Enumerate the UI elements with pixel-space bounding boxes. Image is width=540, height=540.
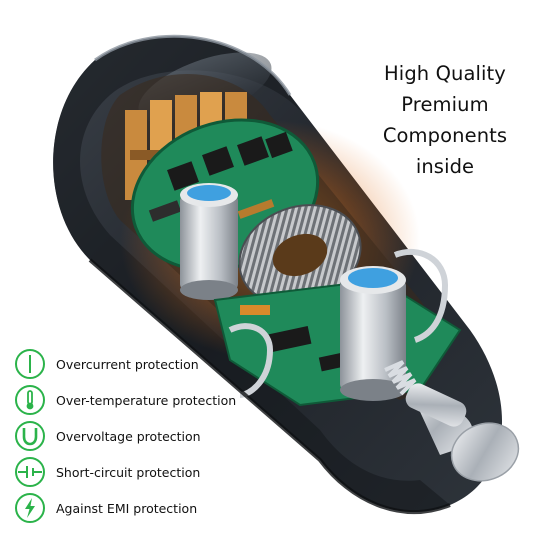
feature-overvoltage: Overvoltage protection (14, 418, 314, 454)
overcurrent-icon (15, 349, 45, 379)
headline-text-block: High Quality Premium Components inside (360, 58, 530, 182)
feature-short-circuit: Short-circuit protection (14, 454, 314, 490)
headline-line-3: Components (382, 124, 508, 147)
capacitor-left (180, 183, 238, 300)
feature-label: Short-circuit protection (56, 464, 201, 480)
tip-contact (405, 383, 520, 482)
headline-line-4: inside (415, 155, 475, 178)
headline-line-1: High Quality (384, 62, 506, 85)
toroid-inductor (238, 204, 362, 306)
thermometer-icon (15, 385, 45, 415)
headline-line-2: Premium (401, 93, 489, 116)
feature-emi: Against EMI protection (14, 490, 314, 526)
side-contact-clips (228, 248, 449, 398)
spring (384, 360, 417, 396)
short-circuit-icon (15, 457, 45, 487)
feature-label: Over-temperature protection (56, 392, 237, 408)
feature-list: Overcurrent protection Over-temperature … (14, 346, 314, 526)
feature-label: Overcurrent protection (56, 356, 199, 372)
feature-label: Overvoltage protection (56, 428, 201, 444)
feature-label: Against EMI protection (56, 500, 198, 516)
capacitor-right (340, 266, 406, 401)
lightning-icon (15, 493, 45, 523)
overvoltage-icon (15, 421, 45, 451)
feature-over-temperature: Over-temperature protection (14, 382, 314, 418)
feature-overcurrent: Overcurrent protection (14, 346, 314, 382)
